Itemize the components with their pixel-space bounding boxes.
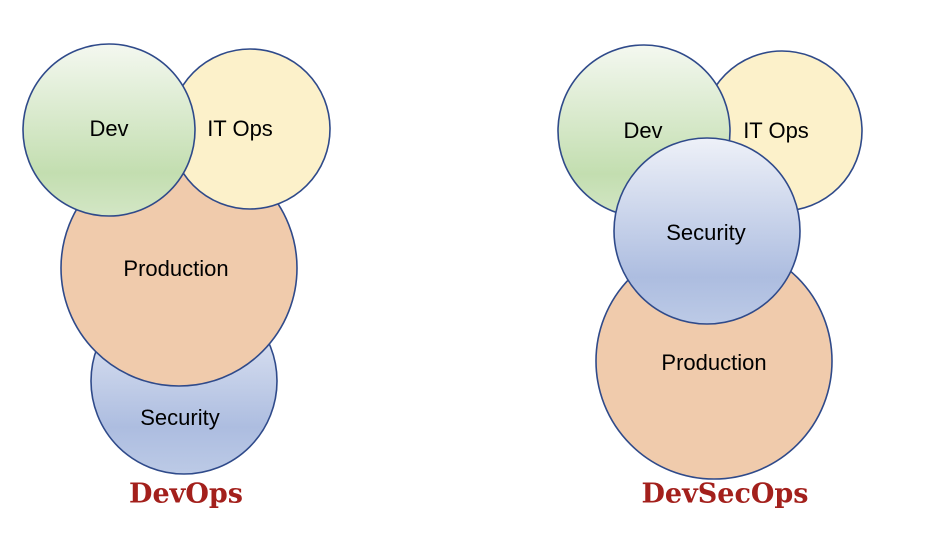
dev-circle	[22, 43, 196, 217]
devops-title: DevOps	[129, 479, 243, 510]
itops-label: IT Ops	[207, 116, 273, 141]
dev-label: Dev	[623, 118, 662, 143]
security-label: Security	[666, 220, 745, 245]
devsecops-diagram: Dev IT Ops Security Production DevSecOps	[557, 44, 863, 510]
devsecops-title: DevSecOps	[642, 479, 809, 510]
security-circle	[613, 137, 801, 325]
production-label: Production	[123, 256, 228, 281]
dev-label: Dev	[89, 116, 128, 141]
security-label: Security	[140, 405, 219, 430]
itops-label: IT Ops	[743, 118, 809, 143]
devops-diagram: Dev IT Ops Production Security DevOps	[22, 43, 331, 510]
production-label: Production	[661, 350, 766, 375]
